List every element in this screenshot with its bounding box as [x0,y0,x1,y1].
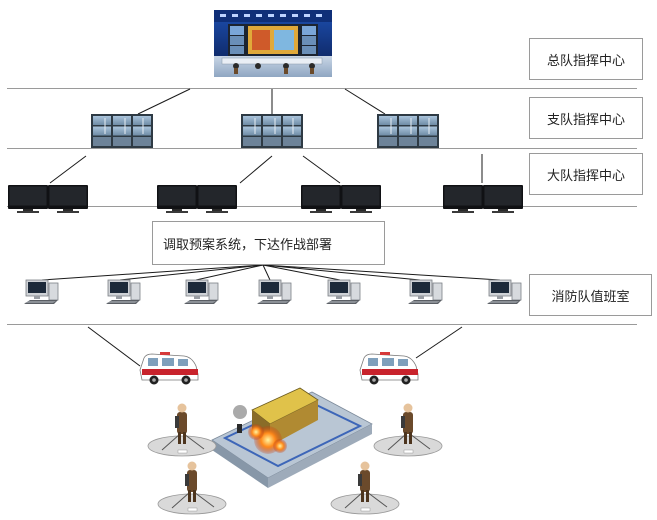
burning-vehicle-scene-icon [211,387,373,488]
monitor-icon [8,185,48,213]
video-wall-icon [376,113,440,149]
monitor-icon [341,185,381,213]
monitor-icon [483,185,523,213]
separator-line [7,88,637,89]
connector-lines-level1 [137,88,386,115]
firefighter-icon [157,461,227,515]
computer-workstation-icon [23,279,59,305]
firefighter-icon [373,403,443,457]
monitor-icon [443,185,483,213]
level-label-text: 总队指挥中心 [546,53,625,69]
computer-workstation-icon [486,279,522,305]
fire-truck-icon [139,351,199,385]
level-label-duty-room: 消防队值班室 [529,274,652,316]
level-label-text: 支队指挥中心 [546,112,625,128]
video-wall-icon [90,113,154,149]
video-wall-icon [240,113,304,149]
level-label-general-command: 总队指挥中心 [529,38,643,80]
firefighter-icon [147,403,217,457]
computer-workstation-icon [183,279,219,305]
computer-workstation-icon [407,279,443,305]
level-label-brigade-command: 大队指挥中心 [529,153,643,195]
monitor-icon [197,185,237,213]
connector-lines-level2 [49,154,483,184]
computer-workstation-icon [325,279,361,305]
monitor-icon [157,185,197,213]
computer-workstation-icon [105,279,141,305]
separator-line [7,148,637,149]
computer-workstation-icon [256,279,292,305]
command-center-room-image [214,10,332,77]
level-label-text: 消防队值班室 [551,289,630,305]
monitor-icon [301,185,341,213]
separator-line [7,324,637,325]
level-label-detachment-command: 支队指挥中心 [529,97,643,139]
monitor-icon [48,185,88,213]
connector-lines-level4 [87,326,463,367]
level-label-text: 大队指挥中心 [546,168,625,184]
callout-text: 调取预案系统，下达作战部署 [163,237,333,253]
fire-truck-icon [359,351,419,385]
firefighter-icon [330,461,400,515]
plan-dispatch-callout: 调取预案系统，下达作战部署 [152,221,385,265]
connector-lines-level3 [41,264,501,281]
